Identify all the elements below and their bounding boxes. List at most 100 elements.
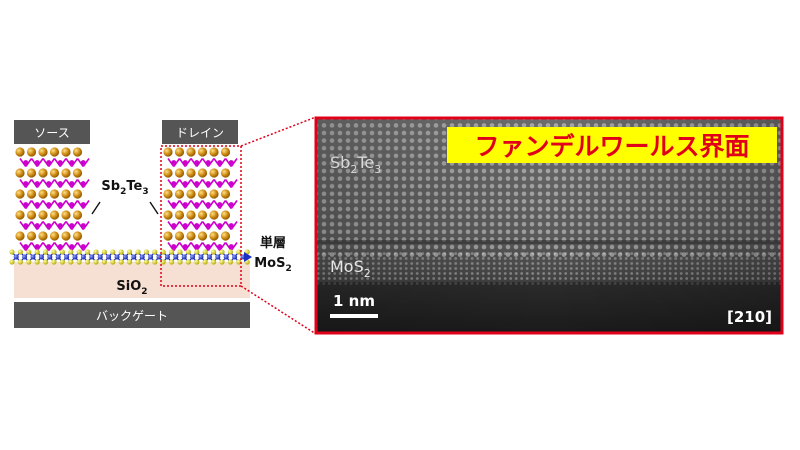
te-bond: [30, 221, 38, 230]
te-atom: [80, 160, 86, 165]
s-atom: [26, 249, 32, 255]
te-atom: [171, 244, 177, 249]
s-atom: [59, 259, 65, 265]
s-atom: [236, 249, 242, 255]
mos2-label-line1: 単層: [260, 235, 286, 251]
te-atom: [57, 223, 63, 228]
te-atom: [69, 181, 75, 186]
te-bond: [224, 179, 232, 188]
sb-atom: [197, 147, 208, 157]
sb-atom: [163, 189, 173, 199]
te-bond: [53, 158, 61, 167]
te-bond: [190, 179, 198, 188]
s-atom: [177, 259, 183, 265]
te-bond: [173, 158, 181, 167]
sb-atom: [72, 210, 83, 220]
te-bond: [167, 221, 175, 230]
te-bond: [190, 221, 198, 230]
te-atom: [182, 244, 188, 249]
te-atom: [46, 181, 52, 186]
tem-image-panel: ファンデルワールス界面 Sb2Te3 MoS2 1 nm [210]: [314, 116, 784, 335]
te-bond: [224, 242, 232, 251]
sb-atom: [209, 147, 219, 157]
mo-atom: [206, 254, 212, 260]
te-bond: [230, 200, 238, 209]
te-bond: [213, 158, 221, 167]
te-atom: [171, 181, 177, 186]
sb-atom: [186, 168, 196, 178]
sb-atom: [209, 210, 219, 220]
sio2-layer: SiO2: [14, 262, 250, 298]
te-bond: [36, 221, 44, 230]
s-atom: [17, 249, 23, 255]
sb-atom: [61, 231, 71, 241]
s-atom: [227, 249, 233, 255]
te-bond: [30, 158, 38, 167]
mo-atom: [181, 254, 187, 260]
mo-atom: [72, 254, 78, 260]
te-bond: [178, 221, 186, 230]
te-bond: [201, 179, 209, 188]
mo-atom: [55, 254, 61, 260]
zone-axis-label: [210]: [727, 308, 772, 326]
te-bond: [201, 200, 209, 209]
mo-atom: [22, 254, 28, 260]
sb-atom: [26, 210, 37, 220]
sb-atom: [15, 189, 25, 199]
s-atom: [68, 249, 74, 255]
s-atom: [185, 259, 191, 265]
sb-atom: [174, 231, 185, 241]
te-bond: [219, 179, 227, 188]
te-atom: [217, 202, 223, 207]
s-atom: [118, 259, 124, 265]
te-bond: [207, 242, 215, 251]
te-bond: [167, 179, 175, 188]
te-bond: [65, 179, 73, 188]
te-bond: [42, 242, 50, 251]
sb-atom: [197, 210, 208, 220]
te-atom: [194, 244, 200, 249]
te-bond: [173, 242, 181, 251]
sb-atom: [163, 210, 173, 220]
te-atom: [34, 244, 40, 249]
te-atom: [205, 181, 211, 186]
te-bond: [184, 200, 192, 209]
s-atom: [43, 259, 49, 265]
source-label: ソース: [34, 126, 69, 140]
mo-atom: [173, 254, 179, 260]
te-atom: [80, 223, 86, 228]
te-bond: [224, 158, 232, 167]
s-atom: [93, 259, 99, 265]
te-bond: [19, 179, 27, 188]
te-bond: [59, 158, 67, 167]
mo-atom: [114, 254, 120, 260]
te-atom: [217, 160, 223, 165]
te-bond: [213, 221, 221, 230]
te-atom: [46, 244, 52, 249]
sb-atom: [174, 210, 185, 220]
s-atom: [236, 259, 242, 265]
te-bond: [178, 200, 186, 209]
mo-atom: [148, 254, 154, 260]
te-atom: [182, 223, 188, 228]
s-atom: [219, 249, 225, 255]
tem-sb2te3-label: Sb2Te3: [330, 153, 381, 176]
s-atom: [93, 249, 99, 255]
sb-atom: [186, 189, 196, 199]
s-atom: [76, 259, 82, 265]
sb-atom: [49, 168, 60, 178]
te-atom: [57, 181, 63, 186]
sb-atom: [15, 147, 25, 157]
te-bond: [59, 200, 67, 209]
sb-atom: [220, 147, 231, 157]
sb2te3-stack-drain: [163, 147, 238, 251]
sb-atom: [38, 210, 48, 220]
te-atom: [46, 160, 52, 165]
te-bond: [82, 242, 90, 251]
te-atom: [57, 202, 63, 207]
te-atom: [34, 223, 40, 228]
s-atom: [211, 249, 217, 255]
mo-atom: [164, 254, 170, 260]
te-bond: [53, 200, 61, 209]
